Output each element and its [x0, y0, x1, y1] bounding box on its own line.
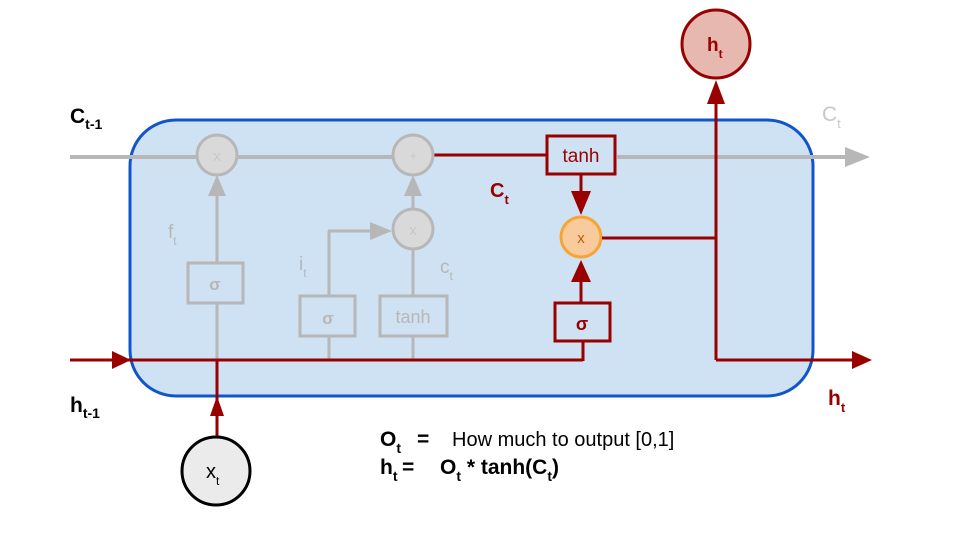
hidden-out-arrow-icon [852, 351, 872, 369]
input-arrow-icon [370, 222, 392, 240]
input-x-node [180, 435, 252, 507]
label-h-prev: ht-1 [70, 394, 100, 421]
hidden-prev-arrow-icon [112, 351, 131, 369]
label-x-in: xt [206, 461, 220, 488]
label-f-gate: ft [168, 222, 177, 248]
label-c-prev: Ct-1 [70, 105, 102, 132]
input-sigma-box [298, 294, 357, 338]
input-multiply-symbol: x [409, 222, 417, 239]
forget-multiply-symbol: x [213, 148, 221, 165]
label-h-out: ht [828, 387, 846, 415]
output-sigma-arrow-icon [571, 260, 591, 282]
label-h-top: ht [707, 35, 723, 61]
label-c-tilde: ct [440, 257, 454, 283]
output-multiply-symbol: x [577, 230, 585, 247]
input-sigma-label: σ [322, 309, 334, 328]
label-c-state: Ct [490, 180, 509, 207]
output-sigma-box [553, 301, 612, 343]
label-c-out: Ct [822, 103, 841, 131]
label-i-gate: it [299, 254, 307, 280]
forget-arrow-icon [208, 175, 226, 196]
forget-sigma-box [186, 261, 245, 305]
output-multiply-node [559, 215, 603, 259]
add-node [391, 133, 435, 177]
output-tanh-label: tanh [563, 146, 600, 167]
input-tanh-label: tanh [395, 307, 430, 327]
cell-state-arrow-icon [845, 147, 870, 167]
output-tanh-box [545, 134, 617, 176]
candidate-arrow-icon [404, 175, 422, 196]
add-symbol: + [409, 148, 417, 163]
input-multiply-node [391, 207, 435, 251]
output-up-arrow-icon [707, 80, 725, 104]
equation-output-gate: Ot=How much to output [0,1] [380, 428, 674, 456]
forget-sigma-label: σ [209, 275, 221, 294]
tanh-arrow-icon [571, 191, 591, 215]
input-x-arrow-icon [210, 396, 224, 416]
input-tanh-box [378, 294, 449, 338]
output-h-node [680, 8, 752, 80]
output-sigma-label: σ [576, 314, 588, 334]
forget-multiply-node [195, 133, 239, 177]
equation-hidden-state: ht=Ot * tanh(Ct) [380, 456, 559, 484]
